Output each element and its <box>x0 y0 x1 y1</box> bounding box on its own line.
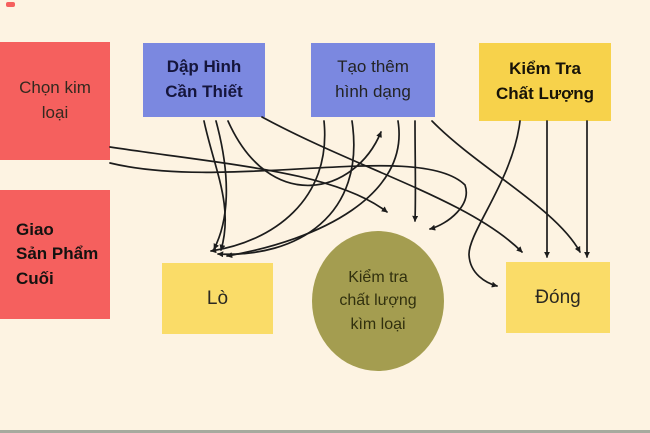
node-label-line: Đóng <box>535 286 581 308</box>
arrow-kiem-tra-chat-luong-to-dong <box>468 120 521 288</box>
node-label-line: Giao <box>16 219 54 239</box>
node-label-line: Cần Thiết <box>165 82 243 101</box>
red-mark <box>6 2 15 7</box>
bottom-bar <box>0 430 650 433</box>
node-label-line: Sản Phẩm <box>16 244 99 264</box>
arrow-tao-them-hinh-dang-to-lo <box>217 120 355 258</box>
arrow-dap-hinh-can-thiet-to-tao-them-hinh-dang <box>227 120 382 187</box>
node-tao-them-hinh-dang: Tạo thêm hình dạng <box>311 43 435 117</box>
node-chon-kim-loai: Chọn kim loại <box>0 42 110 160</box>
node-kiem-tra-chat-luong-kim-loai: Kiểm tra chất lượng kìm loại <box>312 231 444 371</box>
arrow-tao-them-hinh-dang-to-lo <box>226 120 400 259</box>
node-label-line: kìm loại <box>350 315 406 333</box>
node-label-line: Dập Hình <box>166 57 242 77</box>
arrow-tao-them-hinh-dang-to-dong <box>431 120 581 253</box>
arrow-dap-hinh-can-thiet-to-lo <box>203 120 227 251</box>
node-dong: Đóng <box>506 262 610 333</box>
node-label-line: loại <box>41 103 69 122</box>
node-label-line: chất lượng <box>339 292 417 310</box>
node-label-line: hình dạng <box>335 82 411 101</box>
arrow-chon-kim-loai-to-kiem-tra-chat-luong-kim-loai <box>109 162 468 231</box>
arrow-tao-them-hinh-dang-to-lo <box>210 120 326 254</box>
arrow-dap-hinh-can-thiet-to-dong <box>261 116 523 253</box>
arrow-dap-hinh-can-thiet-to-lo <box>213 120 228 250</box>
node-label-line: Kiểm Tra <box>509 59 581 79</box>
node-lo: Lò <box>162 263 273 334</box>
node-label-line: Lò <box>206 287 229 309</box>
node-label-line: Chất Lượng <box>495 84 595 103</box>
node-label-line: Kiểm tra <box>348 269 408 287</box>
node-label-line: Cuối <box>16 268 54 288</box>
node-label-line: Chọn kim <box>19 78 91 98</box>
arrow-chon-kim-loai-to-kiem-tra-chat-luong-kim-loai <box>109 146 388 213</box>
node-label-line: Tạo thêm <box>337 57 409 77</box>
